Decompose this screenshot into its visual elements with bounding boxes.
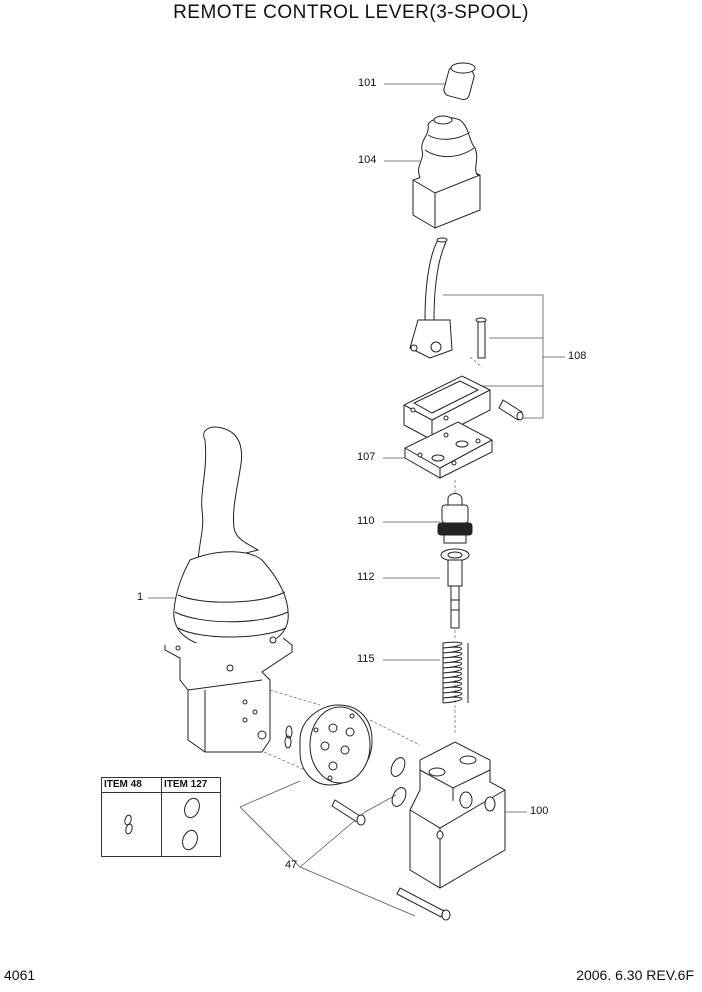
part-110-plug <box>438 494 472 544</box>
callout-104: 104 <box>358 154 377 166</box>
o-rings <box>285 726 409 809</box>
part-115-spring <box>443 642 468 703</box>
revision-date: 2006. 6.30 REV.6F <box>576 967 694 983</box>
callout-100: 100 <box>530 805 549 817</box>
bolts <box>332 800 450 920</box>
item-reference-table: ITEM 48 ITEM 127 <box>101 777 221 857</box>
part-107-plate <box>405 422 492 478</box>
page-number: 4061 <box>4 967 36 983</box>
part-1-joystick <box>165 427 292 752</box>
callout-107: 107 <box>357 451 376 463</box>
item-48-header: ITEM 48 <box>104 779 142 790</box>
diagram-title: REMOTE CONTROL LEVER(3-SPOOL) <box>173 2 529 23</box>
part-101-cap <box>443 63 476 101</box>
part-100-casing <box>410 742 505 888</box>
callout-101: 101 <box>358 77 377 89</box>
callout-108: 108 <box>568 350 587 362</box>
leader-lines <box>148 84 565 916</box>
port-plate <box>300 705 372 785</box>
part-108-lever-assembly <box>404 238 523 440</box>
callout-115: 115 <box>357 653 375 665</box>
item-127-header: ITEM 127 <box>164 779 208 790</box>
part-112-pushrod <box>441 549 469 628</box>
callout-110: 110 <box>357 515 375 527</box>
callout-112: 112 <box>357 571 375 583</box>
table-column-divider <box>161 778 162 856</box>
part-104-boot <box>413 116 480 228</box>
callout-1: 1 <box>137 591 144 603</box>
item-table-icons <box>124 796 202 852</box>
callout-47: 47 <box>285 859 298 871</box>
